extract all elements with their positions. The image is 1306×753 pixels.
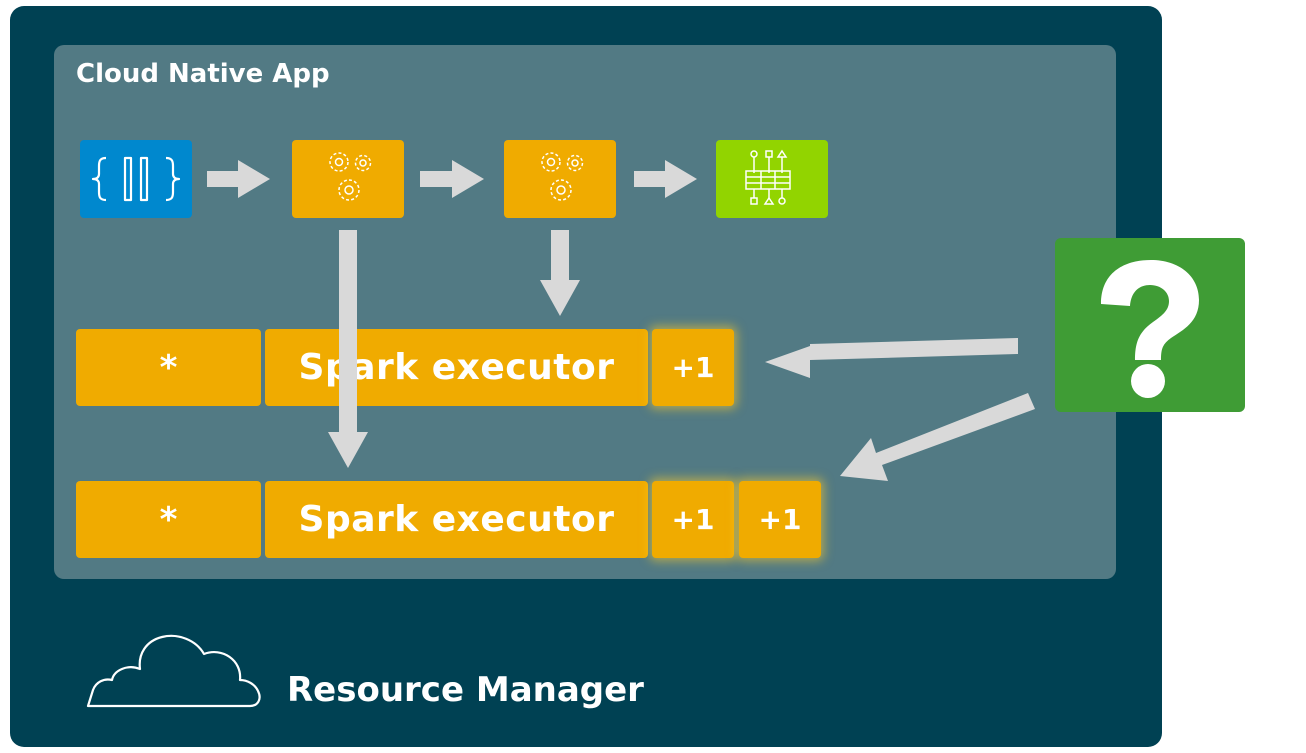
question-mark-icon (1101, 260, 1199, 398)
schema-icon (745, 149, 791, 205)
executor-increment: +1 (652, 329, 734, 406)
spark-executor-label: Spark executor (265, 329, 648, 406)
executor-prefix: * (76, 329, 261, 406)
code-stage (80, 140, 192, 218)
gears-icon (541, 152, 584, 201)
spark-executor-label: Spark executor (265, 481, 648, 558)
executor-increment: +1 (652, 481, 734, 558)
executor-increment: +1 (739, 481, 821, 558)
processing-stage-1 (292, 140, 404, 218)
processing-stage-2 (504, 140, 616, 218)
resource-manager-label: Resource Manager (287, 670, 644, 710)
code-braces-icon (91, 156, 181, 202)
app-title: Cloud Native App (76, 59, 330, 89)
gears-icon (329, 152, 372, 201)
output-stage (716, 140, 828, 218)
executor-prefix: * (76, 481, 261, 558)
question-box (1055, 238, 1245, 412)
